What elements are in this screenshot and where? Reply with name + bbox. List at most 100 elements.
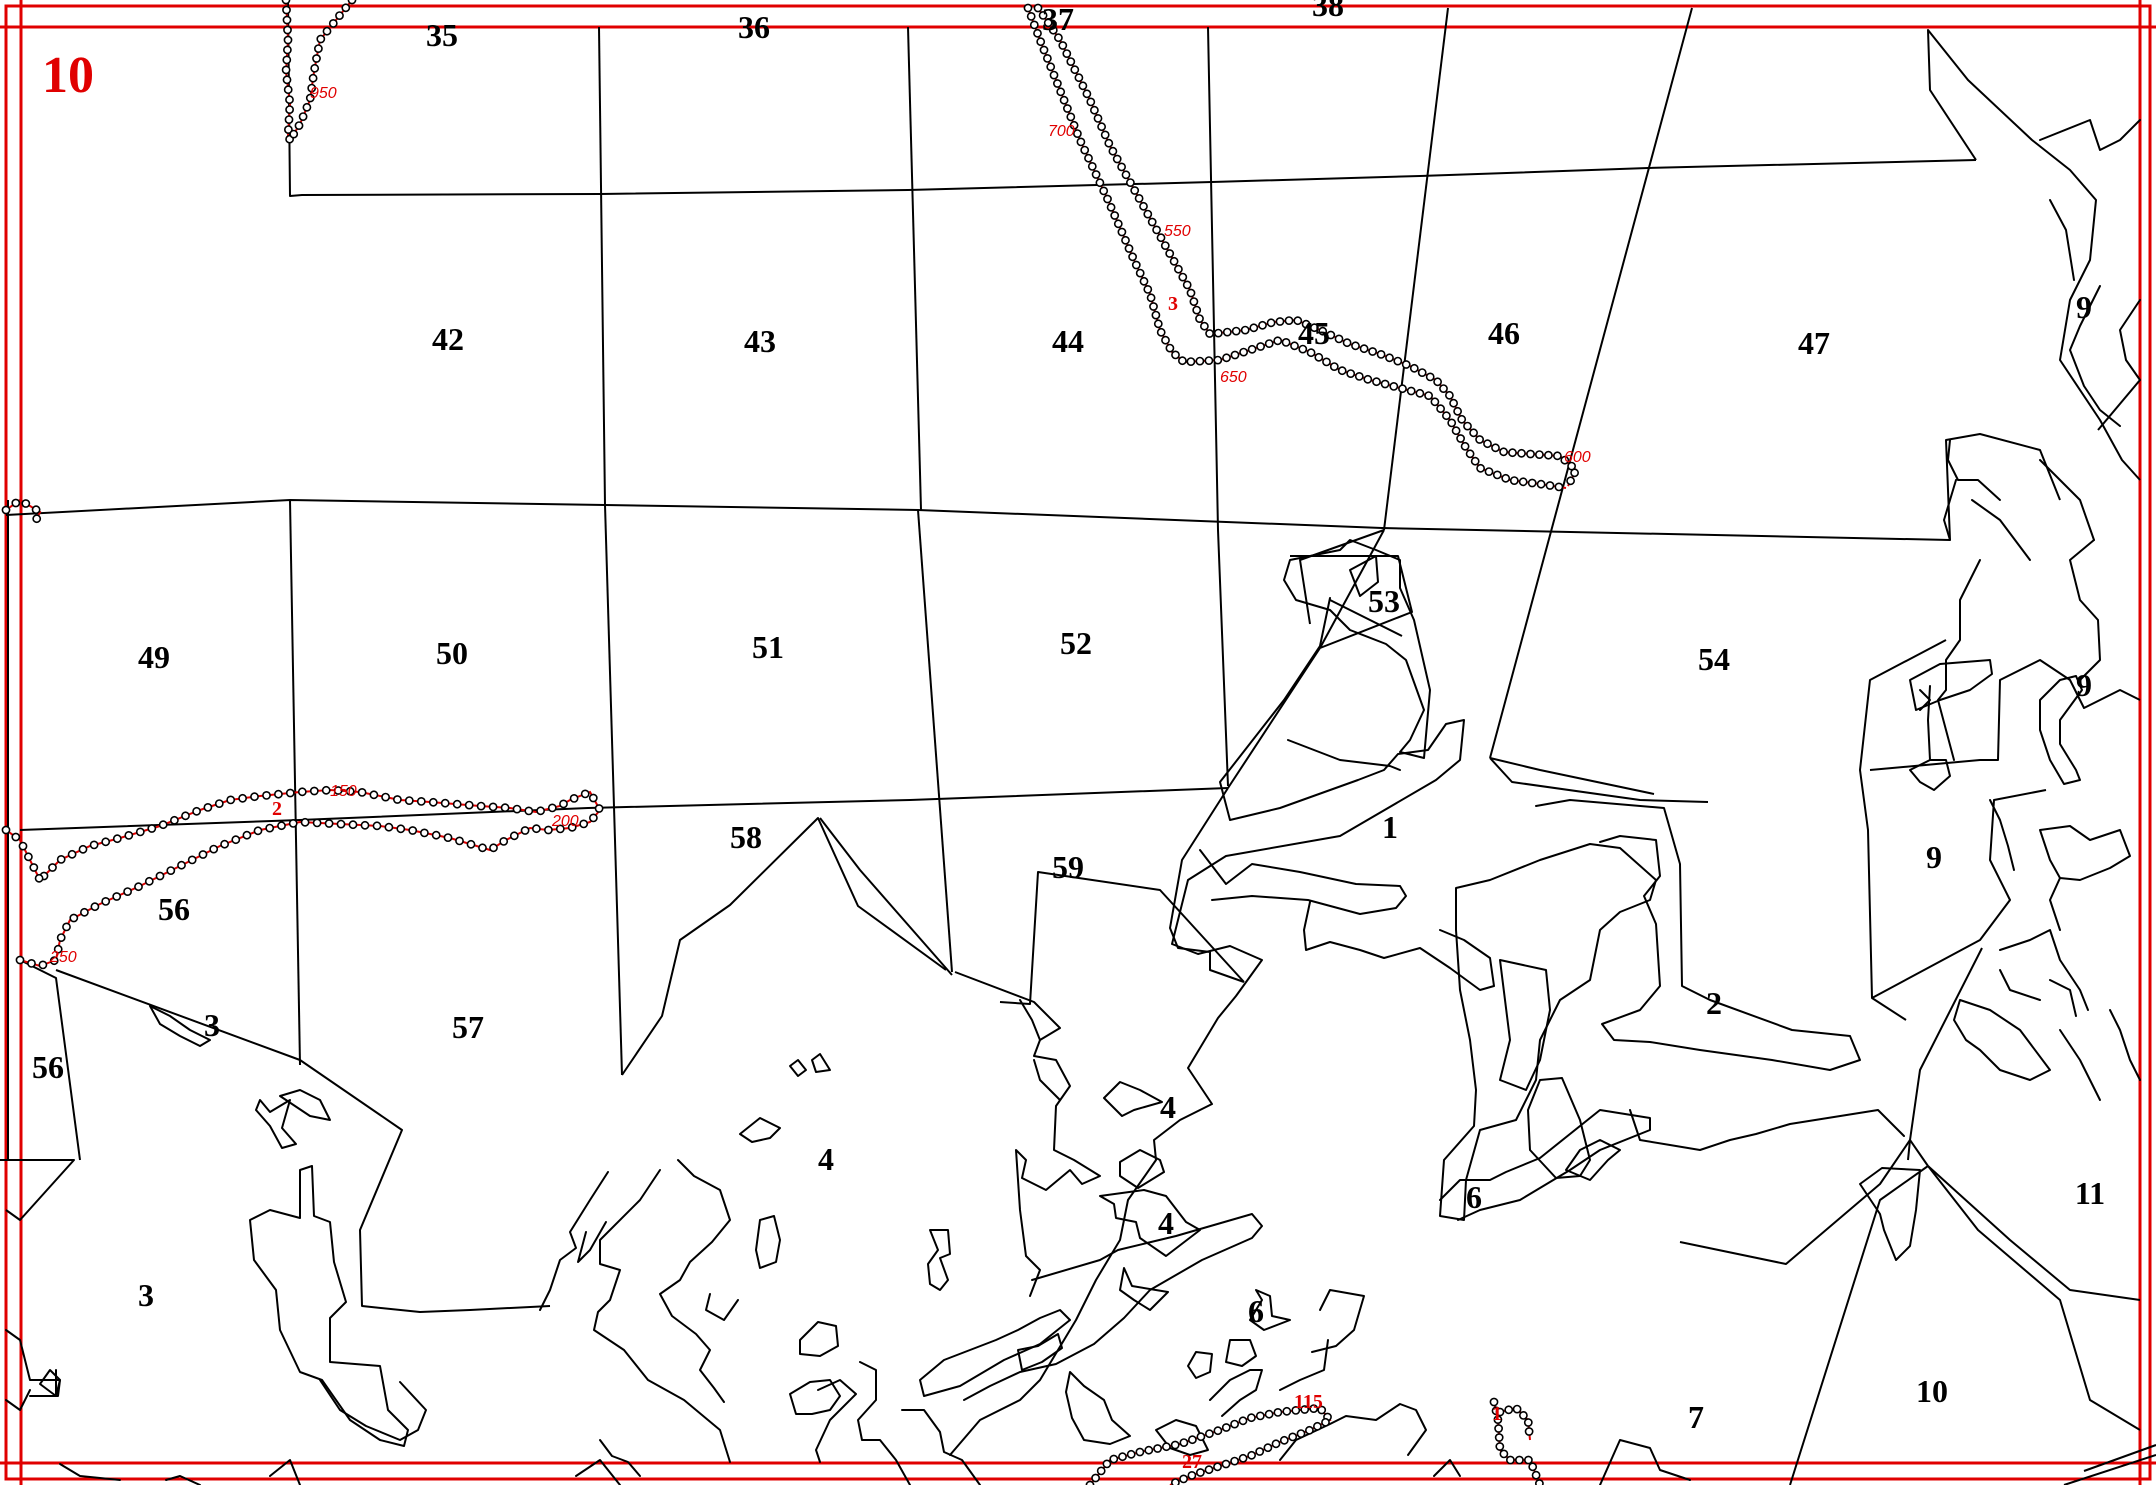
survey-node	[404, 796, 414, 805]
survey-node	[1398, 384, 1407, 394]
survey-node	[1149, 302, 1158, 311]
survey-node	[1152, 225, 1161, 235]
survey-node	[520, 826, 530, 835]
survey-node	[1433, 377, 1442, 387]
survey-node	[1499, 447, 1508, 457]
survey-node	[158, 820, 168, 830]
parcel-label: 51	[752, 629, 784, 665]
survey-node	[1247, 1450, 1256, 1460]
survey-node	[38, 960, 48, 970]
survey-node	[289, 129, 299, 139]
survey-node	[282, 75, 292, 85]
survey-node	[78, 844, 88, 854]
survey-node	[336, 819, 346, 829]
survey-node	[1282, 1406, 1292, 1416]
survey-node	[1570, 468, 1579, 478]
survey-node	[1161, 335, 1170, 345]
parcel-label: 9	[1926, 839, 1942, 875]
parcel-label: 7	[1688, 1399, 1704, 1435]
survey-node	[1134, 193, 1144, 203]
survey-node	[1380, 379, 1390, 389]
survey-node	[1087, 161, 1097, 171]
survey-node	[324, 819, 334, 828]
parcel-label: 3	[138, 1277, 154, 1313]
survey-node	[181, 811, 190, 821]
survey-node	[1213, 1426, 1223, 1436]
survey-node	[1106, 202, 1116, 212]
survey-node	[322, 26, 332, 36]
survey-node	[288, 819, 298, 828]
survey-node	[1070, 65, 1080, 75]
survey-node	[1139, 201, 1148, 211]
survey-node	[1376, 349, 1386, 359]
survey-node	[1135, 1447, 1145, 1457]
survey-node	[1279, 1435, 1289, 1445]
survey-node	[1135, 268, 1145, 278]
survey-node	[285, 105, 294, 114]
survey-node	[1033, 3, 1043, 13]
survey-node	[285, 788, 295, 798]
survey-node	[134, 882, 143, 892]
chainage-200: 200	[551, 813, 579, 830]
survey-node	[1359, 344, 1369, 354]
survey-node	[360, 820, 370, 830]
survey-node	[512, 804, 522, 814]
survey-node	[1169, 256, 1179, 266]
survey-node	[1393, 356, 1403, 366]
survey-node	[1524, 1427, 1534, 1436]
survey-node	[1086, 97, 1096, 107]
survey-node	[1036, 37, 1046, 47]
parcel-label: 49	[138, 639, 170, 675]
survey-node	[328, 18, 338, 28]
survey-node	[1409, 363, 1419, 373]
survey-node	[1095, 178, 1105, 188]
survey-node	[53, 944, 63, 954]
survey-node	[250, 792, 259, 802]
survey-node	[1318, 326, 1328, 336]
survey-node	[428, 797, 438, 807]
parcel-label: 10	[1916, 1373, 1948, 1409]
survey-node	[1535, 1479, 1544, 1485]
route-labels: 3 2 115 27 1	[272, 293, 1502, 1473]
survey-node	[1469, 428, 1478, 438]
survey-node	[1401, 360, 1411, 369]
survey-node	[1372, 377, 1381, 387]
survey-node	[1222, 353, 1231, 363]
survey-node	[265, 823, 275, 833]
survey-node	[67, 849, 77, 859]
survey-node	[1102, 1459, 1112, 1469]
survey-node	[62, 922, 71, 932]
survey-node	[396, 824, 406, 834]
survey-node	[1363, 374, 1373, 384]
survey-node	[524, 806, 534, 816]
survey-node	[589, 813, 598, 823]
parcel-label: 58	[730, 819, 762, 855]
survey-node	[1062, 49, 1072, 58]
survey-node	[384, 822, 394, 832]
survey-node	[1178, 272, 1188, 282]
survey-node	[1126, 178, 1135, 187]
survey-node	[1337, 366, 1347, 376]
survey-node	[1238, 1453, 1248, 1463]
survey-node	[321, 785, 331, 795]
survey-node	[1033, 28, 1042, 38]
landuse-contours	[5, 119, 2141, 1485]
survey-node	[23, 852, 33, 862]
survey-node	[1346, 369, 1356, 378]
survey-node	[298, 112, 308, 121]
survey-node	[1170, 1440, 1180, 1450]
survey-node	[1495, 1442, 1505, 1451]
survey-node	[1314, 352, 1324, 362]
survey-node	[187, 855, 197, 865]
survey-node	[1084, 153, 1093, 163]
survey-node	[1492, 470, 1502, 480]
survey-node	[226, 795, 236, 805]
survey-node	[547, 803, 557, 813]
survey-node	[1049, 70, 1059, 80]
survey-node	[1162, 1442, 1171, 1452]
parcel-label: 6	[1466, 1179, 1482, 1215]
survey-node	[1048, 25, 1058, 35]
survey-node	[1321, 1417, 1330, 1427]
survey-node	[1334, 334, 1344, 344]
survey-node	[18, 841, 28, 851]
